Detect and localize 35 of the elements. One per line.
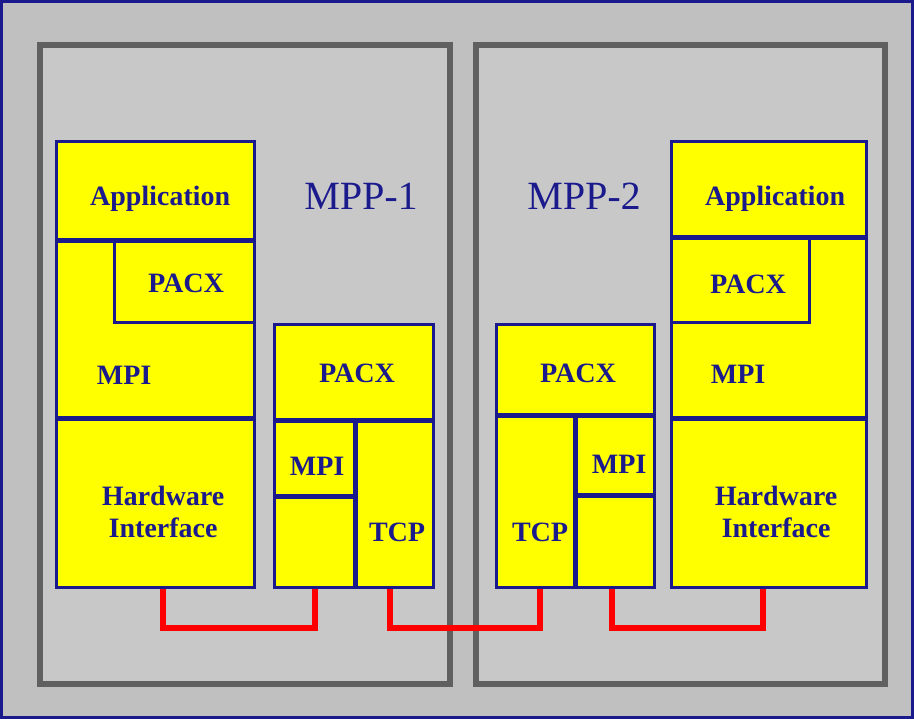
machine-panel bbox=[37, 42, 453, 687]
layer-box bbox=[355, 420, 435, 589]
layer-box bbox=[495, 323, 656, 416]
layer-label: MPI bbox=[592, 449, 646, 481]
connection-line bbox=[160, 589, 318, 631]
connection-line bbox=[387, 589, 543, 631]
layer-label: PACX bbox=[319, 358, 395, 390]
layer-label: MPI bbox=[290, 451, 344, 483]
layer-label: Hardware Interface bbox=[714, 481, 838, 545]
layer-box bbox=[670, 237, 811, 324]
layer-box bbox=[55, 418, 256, 589]
layer-box bbox=[575, 415, 656, 496]
layer-label: PACX bbox=[148, 268, 224, 300]
layer-box bbox=[113, 240, 256, 324]
connection-line bbox=[609, 589, 766, 631]
layer-label: PACX bbox=[540, 358, 616, 390]
panel-title: MPP-2 bbox=[527, 180, 641, 212]
layer-label: Application bbox=[704, 181, 846, 213]
panel-title: MPP-1 bbox=[304, 180, 418, 212]
layer-box bbox=[273, 420, 356, 497]
layer-box bbox=[55, 140, 256, 241]
layer-label: MPI bbox=[96, 360, 152, 392]
layer-label: Hardware Interface bbox=[100, 481, 226, 545]
layer-box bbox=[55, 240, 256, 419]
machine-panel bbox=[473, 42, 888, 687]
layer-label: PACX bbox=[710, 269, 786, 301]
layer-label: TCP bbox=[369, 517, 425, 549]
layer-box bbox=[273, 323, 435, 421]
layer-box bbox=[670, 418, 868, 589]
layer-label: TCP bbox=[512, 517, 568, 549]
layer-box bbox=[495, 415, 576, 589]
layer-label: MPI bbox=[710, 359, 766, 391]
layer-label: Application bbox=[90, 181, 230, 213]
layer-box bbox=[670, 237, 868, 419]
layer-box bbox=[670, 140, 868, 238]
